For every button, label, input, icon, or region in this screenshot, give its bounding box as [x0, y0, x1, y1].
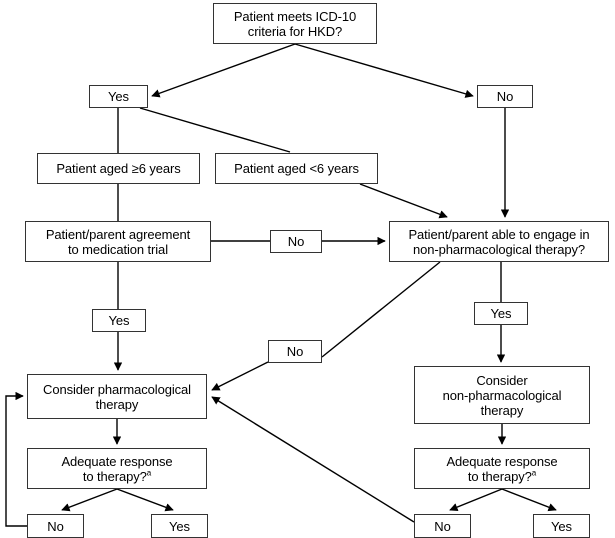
- node-label: Yes: [108, 89, 129, 104]
- node-label: Yes: [490, 306, 512, 321]
- node-label: Yes: [551, 518, 572, 534]
- node-yes-icd10[interactable]: Yes: [89, 85, 148, 108]
- node-age-ge-6[interactable]: Patient aged ≥6 years: [37, 153, 200, 184]
- node-label: Yes: [108, 313, 130, 328]
- node-label: Patient aged ≥6 years: [56, 161, 181, 176]
- edge-adequate-left-to-yes: [116, 488, 174, 512]
- edge-adequate-left-to-no: [61, 488, 118, 512]
- node-label: Adequate response to therapy?a: [61, 453, 173, 484]
- edge-no-to-pharm: [211, 361, 269, 391]
- node-label: Yes: [169, 518, 190, 534]
- footnote-marker: a: [531, 468, 537, 478]
- node-no-medication-agreement[interactable]: No: [270, 230, 322, 253]
- edge-adequate-right-to-yes: [501, 488, 557, 512]
- edge-yes-to-age-lt6: [139, 107, 291, 153]
- node-age-lt-6[interactable]: Patient aged <6 years: [215, 153, 378, 184]
- node-label: No: [286, 344, 304, 359]
- edge-root-to-yes: [151, 43, 296, 98]
- node-label: Patient meets ICD-10 criteria for HKD?: [233, 8, 357, 39]
- node-label: Patient/parent able to engage in non-pha…: [408, 226, 590, 257]
- node-label: Patient aged <6 years: [234, 161, 359, 176]
- node-label: No: [434, 518, 451, 534]
- edge-age-lt6-to-nonpharm: [359, 183, 448, 219]
- edge-adequate-right-to-no: [449, 488, 503, 512]
- node-no-icd10[interactable]: No: [477, 85, 533, 108]
- node-label: No: [47, 518, 64, 534]
- node-label: No: [496, 89, 514, 104]
- node-consider-pharmacological[interactable]: Consider pharmacological therapy: [27, 374, 207, 419]
- edge-nonpharm-to-no: [321, 261, 441, 358]
- edge-root-to-no: [294, 43, 474, 98]
- node-no-nonpharm-engagement[interactable]: No: [268, 340, 322, 363]
- node-no-adequate-left[interactable]: No: [27, 514, 84, 538]
- node-label: Adequate response to therapy?a: [446, 453, 558, 484]
- footnote-marker: a: [146, 468, 152, 478]
- node-label: Patient/parent agreement to medication t…: [45, 226, 191, 257]
- node-yes-nonpharm-engagement[interactable]: Yes: [474, 302, 528, 325]
- node-label: Consider non-pharmacological therapy: [442, 372, 562, 418]
- node-yes-medication-agreement[interactable]: Yes: [92, 309, 146, 332]
- edge-right-no-feedback: [211, 396, 415, 523]
- node-adequate-response-right[interactable]: Adequate response to therapy?a: [414, 448, 590, 489]
- edge-left-no-feedback: [5, 391, 27, 527]
- node-label: No: [287, 234, 305, 249]
- node-adequate-response-left[interactable]: Adequate response to therapy?a: [27, 448, 207, 489]
- node-yes-adequate-left[interactable]: Yes: [151, 514, 208, 538]
- node-nonpharm-engagement[interactable]: Patient/parent able to engage in non-pha…: [389, 221, 609, 262]
- node-no-adequate-right[interactable]: No: [414, 514, 471, 538]
- node-medication-agreement[interactable]: Patient/parent agreement to medication t…: [25, 221, 211, 262]
- node-yes-adequate-right[interactable]: Yes: [533, 514, 590, 538]
- node-consider-non-pharmacological[interactable]: Consider non-pharmacological therapy: [414, 366, 590, 424]
- node-label: Consider pharmacological therapy: [43, 381, 191, 412]
- node-icd10-criteria[interactable]: Patient meets ICD-10 criteria for HKD?: [213, 3, 377, 44]
